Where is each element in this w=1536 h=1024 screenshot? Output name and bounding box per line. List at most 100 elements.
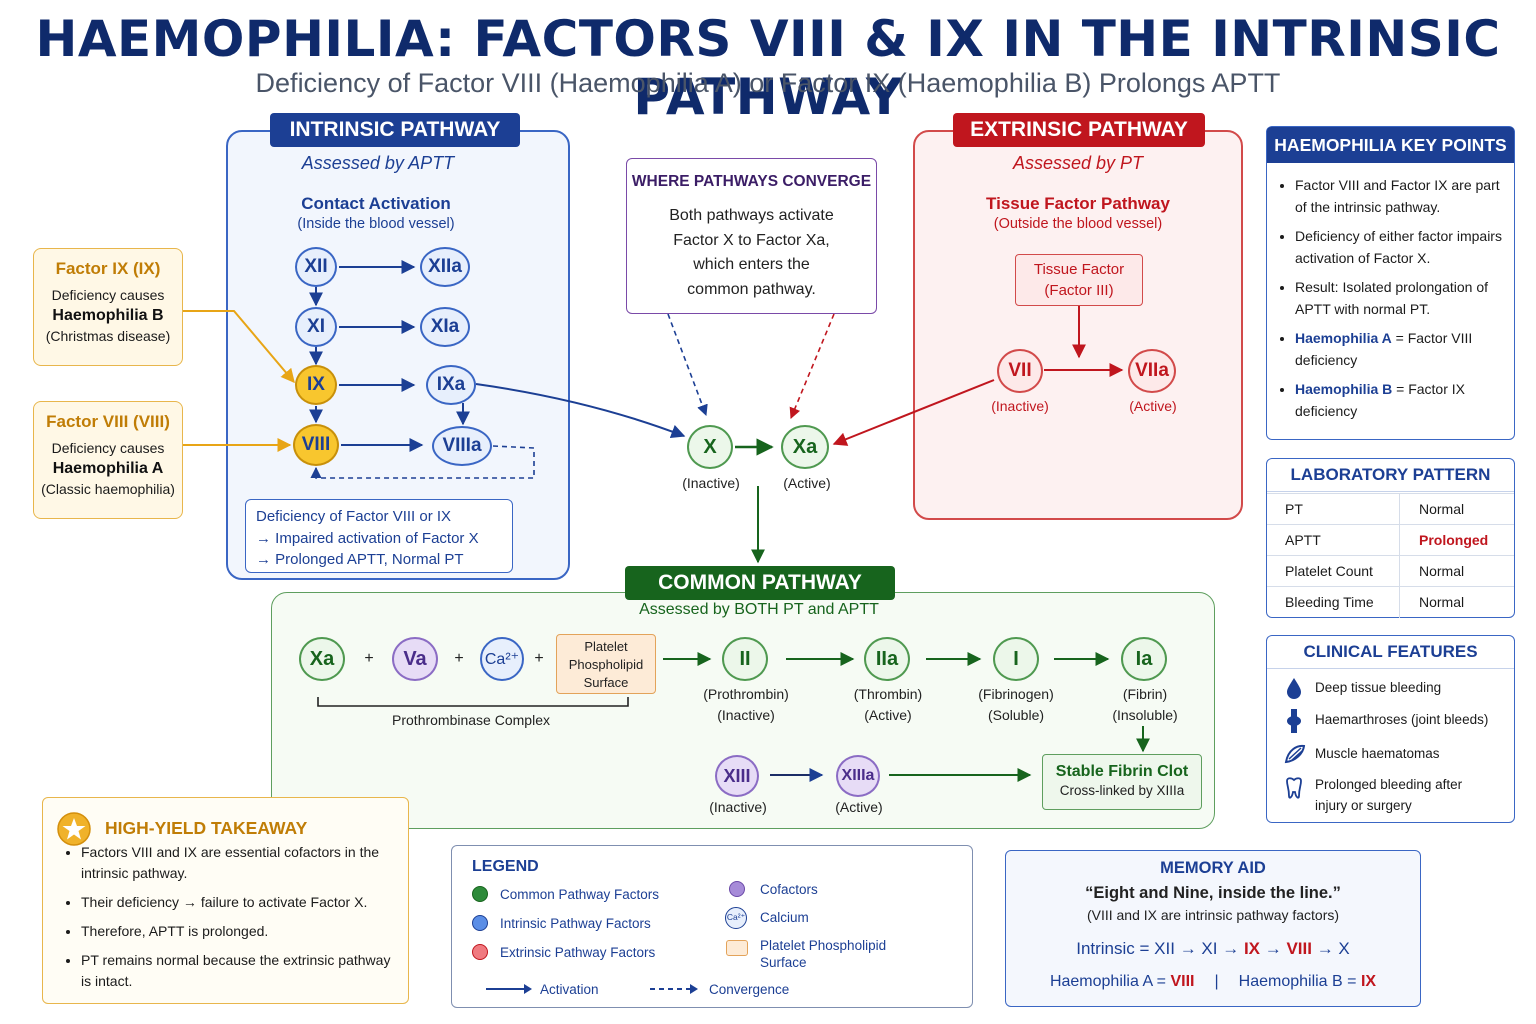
- extrinsic-assessed: Assessed by PT: [1012, 153, 1144, 173]
- takeaway-box: HIGH-YIELD TAKEAWAY Factors VIII and IX …: [42, 797, 409, 1004]
- x-inactive-label: (Inactive): [682, 475, 740, 491]
- contact-activation-title: Contact Activation: [301, 194, 451, 213]
- contact-activation-sub: (Inside the blood vessel): [297, 216, 455, 232]
- chain-label: (Active): [864, 707, 912, 723]
- legend-activation-arrow: [486, 984, 532, 994]
- clinical-item: Prolonged bleeding after injury or surge…: [1315, 777, 1463, 813]
- node-calcium: Ca²⁺: [480, 637, 524, 681]
- chain-label: (Soluble): [987, 707, 1045, 723]
- clinical-features-header: CLINICAL FEATURES: [1267, 636, 1514, 669]
- list-item: Deficiency of either factor impairs acti…: [1295, 226, 1504, 269]
- list-item: Therefore, APTT is prolonged.: [81, 921, 396, 942]
- converge-box: WHERE PATHWAYS CONVERGE Both pathways ac…: [626, 158, 877, 314]
- takeaway-title: HIGH-YIELD TAKEAWAY: [105, 818, 308, 838]
- chain-label: (Fibrinogen): [978, 686, 1054, 702]
- list-item: Haemophilia A = Factor VIII deficiency: [1295, 328, 1504, 371]
- star-badge-icon: [57, 812, 91, 846]
- legend-intrinsic-swatch: [472, 915, 488, 931]
- legend-convergence-arrow: [650, 984, 698, 994]
- legend-item: Platelet Phospholipid Surface: [760, 938, 887, 970]
- factor-viii-box: Factor VIII (VIII) Deficiency causes Hae…: [33, 401, 183, 519]
- legend-item: Cofactors: [760, 882, 818, 897]
- vii-inactive-label: (Inactive): [991, 398, 1049, 414]
- node-iia: IIa: [864, 637, 910, 681]
- node-viiia: VIIIa: [432, 426, 492, 466]
- legend-box: LEGEND Common Pathway Factors Intrinsic …: [451, 845, 973, 1008]
- node-ix: IX: [295, 365, 337, 405]
- legend-calcium-swatch: Ca²⁺: [725, 907, 747, 929]
- common-assessed: Assessed by BOTH PT and APTT: [639, 601, 879, 618]
- key-points-list: Factor VIII and Factor IX are part of th…: [1267, 175, 1514, 422]
- clinical-item: Muscle haematomas: [1315, 746, 1440, 761]
- legend-item: Convergence: [709, 982, 790, 997]
- key-points-box: HAEMOPHILIA KEY POINTS Factor VIII and F…: [1266, 126, 1515, 440]
- chain-label: (Inactive): [717, 707, 775, 723]
- tissue-factor-box: Tissue Factor (Factor III): [1015, 254, 1143, 306]
- node-xiiia: XIIIa: [836, 755, 880, 797]
- lab-pattern-header: LABORATORY PATTERN: [1267, 459, 1514, 492]
- legend-platelet-swatch: [726, 940, 748, 956]
- legend-item: Calcium: [760, 910, 809, 925]
- node-xii: XII: [295, 247, 337, 287]
- tissue-factor-pathway-title: Tissue Factor Pathway: [986, 194, 1170, 213]
- chain-label: (Fibrin): [1122, 686, 1168, 702]
- viia-active-label: (Active): [1129, 398, 1177, 414]
- list-item: Factors VIII and IX are essential cofact…: [81, 842, 396, 884]
- legend-item: Extrinsic Pathway Factors: [500, 945, 656, 960]
- stable-fibrin-clot-box: Stable Fibrin Clot Cross-linked by XIIIa: [1042, 754, 1202, 810]
- intrinsic-assessed: Assessed by APTT: [301, 153, 455, 173]
- key-points-header: HAEMOPHILIA KEY POINTS: [1267, 127, 1514, 163]
- node-xa: Xa: [781, 425, 829, 469]
- legend-cofactor-swatch: [729, 881, 745, 897]
- factor-ix-box: Factor IX (IX) Deficiency causes Haemoph…: [33, 248, 183, 366]
- tooth-icon: [1286, 777, 1302, 799]
- node-ixa: IXa: [426, 365, 476, 405]
- chain-label: (Insoluble): [1112, 707, 1178, 723]
- clinical-features-box: CLINICAL FEATURES Deep tissue bleeding H…: [1266, 635, 1515, 823]
- memory-haemophilia-line: Haemophilia A = VIII|Haemophilia B = IX: [1049, 973, 1377, 990]
- page-title: HAEMOPHILIA: FACTORS VIII & IX IN THE IN…: [35, 10, 1501, 126]
- common-header: COMMON PATHWAY: [625, 566, 895, 600]
- deficiency-note: Deficiency of Factor VIII or IX → Impair…: [245, 499, 513, 573]
- extrinsic-header: EXTRINSIC PATHWAY: [953, 113, 1205, 147]
- node-x: X: [687, 425, 733, 469]
- node-xi: XI: [295, 307, 337, 347]
- plus-sign: +: [534, 650, 544, 667]
- memory-title: MEMORY AID: [1160, 859, 1266, 877]
- legend-title: LEGEND: [472, 858, 539, 875]
- node-xiia: XIIa: [420, 247, 470, 287]
- legend-extrinsic-swatch: [472, 944, 488, 960]
- chain-label: (Prothrombin): [703, 686, 789, 702]
- list-item: PT remains normal because the extrinsic …: [81, 950, 396, 992]
- node-xia: XIa: [420, 307, 470, 347]
- node-viii: VIII: [293, 424, 339, 466]
- xa-active-label: (Active): [783, 475, 831, 491]
- node-viia: VIIa: [1128, 349, 1176, 393]
- node-vii: VII: [997, 349, 1043, 393]
- node-va: Va: [392, 637, 438, 681]
- takeaway-list: Factors VIII and IX are essential cofact…: [43, 842, 408, 1000]
- tissue-factor-pathway-sub: (Outside the blood vessel): [993, 216, 1163, 232]
- plus-sign: +: [364, 650, 374, 667]
- legend-common-swatch: [472, 886, 488, 902]
- list-item: Result: Isolated prolongation of APTT wi…: [1295, 277, 1504, 320]
- list-item: Factor VIII and Factor IX are part of th…: [1295, 175, 1504, 218]
- node-ia: Ia: [1121, 637, 1167, 681]
- legend-item: Common Pathway Factors: [500, 887, 660, 902]
- platelet-surface-box: Platelet Phospholipid Surface: [556, 634, 656, 694]
- muscle-icon: [1284, 744, 1306, 764]
- memory-quote: “Eight and Nine, inside the line.”: [1085, 884, 1341, 902]
- memory-formula: Intrinsic = XII → XI → IX → VIII → X: [1076, 939, 1350, 958]
- chain-label: (Thrombin): [853, 686, 923, 702]
- prothrombinase-label: Prothrombinase Complex: [392, 712, 550, 728]
- memory-sub: (VIII and IX are intrinsic pathway facto…: [1086, 907, 1340, 923]
- node-xiii: XIII: [715, 755, 759, 797]
- memory-aid-box: MEMORY AID “Eight and Nine, inside the l…: [1005, 850, 1421, 1007]
- list-item: Haemophilia B = Factor IX deficiency: [1295, 379, 1504, 422]
- clinical-item: Haemarthroses (joint bleeds): [1315, 712, 1489, 727]
